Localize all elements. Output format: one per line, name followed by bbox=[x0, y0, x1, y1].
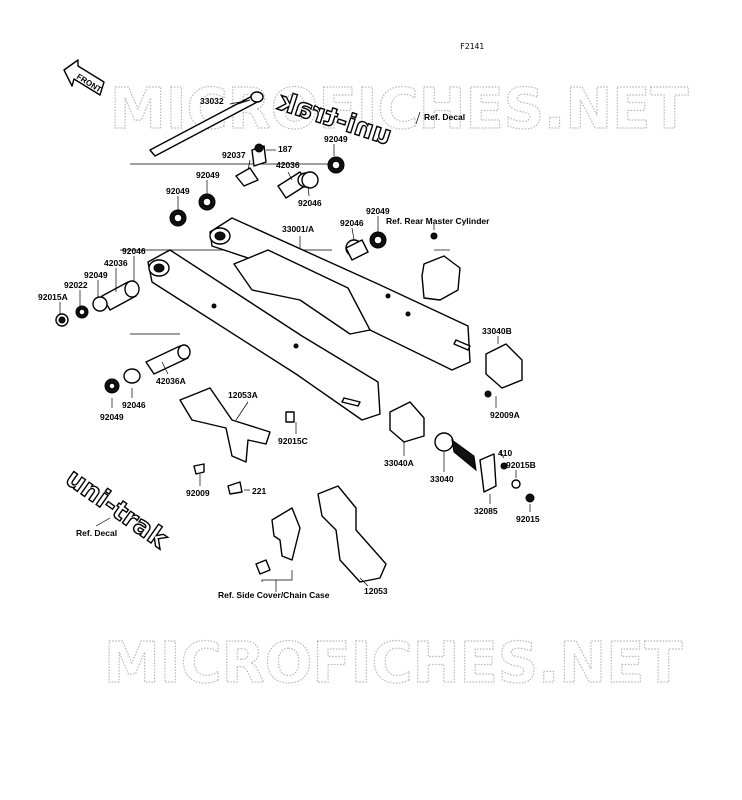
pivot-shaft bbox=[149, 91, 264, 157]
label-33001A: 33001/A bbox=[282, 224, 314, 234]
label-33040A: 33040A bbox=[384, 458, 414, 468]
label-92046-left: 92046 bbox=[122, 246, 146, 256]
chain-guide-bracket bbox=[235, 143, 267, 187]
label-33040: 33040 bbox=[430, 474, 454, 484]
label-42036A: 42036A bbox=[156, 376, 186, 386]
label-32085: 32085 bbox=[474, 506, 498, 516]
figure-code: F2141 bbox=[460, 42, 484, 51]
label-92049-mid-left: 92049 bbox=[166, 186, 190, 196]
label-92015B: 92015B bbox=[506, 460, 536, 470]
rear-master-cylinder-bracket bbox=[421, 249, 461, 301]
label-410: 410 bbox=[498, 448, 512, 458]
chain-adjuster-33040B bbox=[485, 343, 523, 389]
swingarm bbox=[147, 217, 471, 421]
label-92049-top-right: 92049 bbox=[324, 134, 348, 144]
label-92015A: 92015A bbox=[38, 292, 68, 302]
label-33032: 33032 bbox=[200, 96, 224, 106]
leader-lines bbox=[59, 99, 531, 527]
label-ref-side-cover-chain-case: Ref. Side Cover/Chain Case bbox=[218, 590, 330, 600]
watermark-bottom: MICROFICHES.NET bbox=[104, 631, 683, 696]
label-92009A: 92009A bbox=[490, 410, 520, 420]
label-92022: 92022 bbox=[64, 280, 88, 290]
label-12053A: 12053A bbox=[228, 390, 258, 400]
label-92049-right: 92049 bbox=[366, 206, 390, 216]
chain-adjuster-33040A bbox=[389, 401, 425, 443]
label-33040B: 33040B bbox=[482, 326, 512, 336]
label-ref-decal-low: Ref. Decal bbox=[76, 528, 117, 538]
bushings-left bbox=[55, 280, 140, 327]
watermark-top: MICROFICHES.NET bbox=[110, 77, 689, 142]
label-42036-top: 42036 bbox=[276, 160, 300, 170]
label-92037: 92037 bbox=[222, 150, 246, 160]
chain-guide bbox=[179, 387, 271, 463]
small-fasteners bbox=[193, 232, 535, 503]
bushings-right bbox=[345, 231, 387, 261]
label-ref-decal-top: Ref. Decal bbox=[424, 112, 465, 122]
label-92049-left: 92049 bbox=[84, 270, 108, 280]
label-92049-mid-center: 92049 bbox=[196, 170, 220, 180]
adjuster-bolt-33040 bbox=[434, 432, 477, 472]
side-cover-bracket bbox=[255, 507, 301, 592]
label-92046-right: 92046 bbox=[340, 218, 364, 228]
label-42036-left: 42036 bbox=[104, 258, 128, 268]
bushings-top bbox=[169, 156, 345, 227]
label-92015C: 92015C bbox=[278, 436, 308, 446]
label-12053: 12053 bbox=[364, 586, 388, 596]
adjuster-plate-32085 bbox=[479, 453, 497, 493]
uni-trak-logo: uni-trak bbox=[60, 463, 173, 555]
label-92046-top: 92046 bbox=[298, 198, 322, 208]
label-92049-low: 92049 bbox=[100, 412, 124, 422]
part-labels: 33032 187 92037 42036 92049 92046 92049 … bbox=[38, 96, 540, 600]
label-92009: 92009 bbox=[186, 488, 210, 498]
label-ref-rear-master-cylinder: Ref. Rear Master Cylinder bbox=[386, 216, 490, 226]
label-187: 187 bbox=[278, 144, 292, 154]
front-arrow-icon: FRONT bbox=[63, 59, 105, 96]
label-92046-low: 92046 bbox=[122, 400, 146, 410]
label-221: 221 bbox=[252, 486, 266, 496]
uni-trak-decal-bottom: uni-trak bbox=[59, 462, 174, 555]
bushings-lower bbox=[104, 344, 191, 394]
label-92015: 92015 bbox=[516, 514, 540, 524]
chain-case bbox=[317, 485, 387, 587]
